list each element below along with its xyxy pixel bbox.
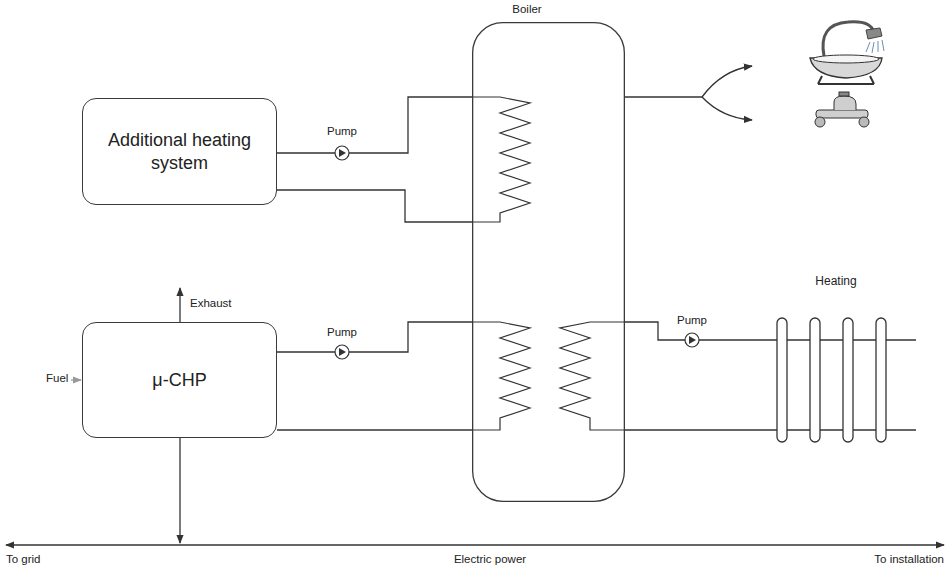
tap-knob: [859, 117, 869, 127]
pump-direction: [339, 348, 346, 356]
pump-direction: [339, 149, 346, 157]
radiator-manifold: [766, 429, 916, 430]
flow-label: Fuel: [46, 372, 68, 386]
heat-exchanger-coils: [472, 97, 625, 430]
coil: [472, 322, 530, 430]
unit-name: Additional heating system: [95, 129, 264, 174]
radiator-column: [810, 318, 820, 442]
hot-water-arrow: [702, 66, 752, 97]
bath-rim: [813, 55, 879, 63]
boiler-outline: [472, 22, 625, 502]
unit-name: μ-CHP: [152, 369, 206, 392]
power-bus-to-grid: [6, 544, 180, 545]
pump-symbol: [685, 333, 699, 347]
bath-icon: [810, 22, 884, 84]
pump-symbol: [335, 146, 349, 160]
bath-legs: [818, 76, 874, 84]
fuel-arrow: [71, 379, 81, 380]
pump-label: Pump: [327, 125, 357, 139]
pipe: [277, 97, 472, 153]
radiator-column: [777, 318, 787, 442]
tap-spout: [834, 96, 856, 110]
coil: [560, 322, 625, 430]
pump-symbols: [335, 146, 699, 359]
pipe: [277, 322, 472, 352]
shower-head: [866, 28, 882, 39]
pump-casing: [685, 333, 699, 347]
power-bus-to-installation: [180, 544, 944, 545]
boiler-vessel: Boiler: [472, 22, 625, 502]
pump-symbol: [335, 345, 349, 359]
pump-label: Pump: [327, 326, 357, 340]
chp-unit-box: μ-CHP: [82, 322, 277, 438]
water-spray: [866, 40, 884, 53]
tap-knob: [815, 117, 825, 127]
power-output-line: [179, 438, 180, 543]
pipe: [277, 190, 472, 222]
radiator-outline: [766, 272, 934, 444]
tap-pipe: [816, 110, 868, 118]
hot-water-pipe: [625, 96, 702, 97]
pump-casing: [335, 345, 349, 359]
tap-handle: [839, 92, 849, 96]
power-label: Electric power: [454, 553, 526, 567]
boiler-shell: [473, 23, 625, 502]
pipe: [625, 429, 766, 430]
radiator-manifold: [766, 339, 916, 340]
radiator-column: [876, 318, 886, 442]
hot-water-arrow: [702, 97, 752, 120]
tap-icon: [815, 92, 869, 127]
pipe: [277, 429, 472, 430]
heating-unit-box: Additional heating system: [82, 98, 277, 205]
component-name: Heating: [766, 274, 906, 289]
component-name: Boiler: [472, 2, 582, 16]
radiator-column: [843, 318, 853, 442]
radiator: Heating: [766, 272, 934, 444]
pump-casing: [335, 146, 349, 160]
coil: [472, 97, 530, 222]
power-label: To grid: [6, 553, 41, 567]
pump-label: Pump: [677, 314, 707, 328]
exhaust-arrow: [179, 288, 180, 322]
power-label: To installation: [874, 553, 944, 567]
pump-direction: [689, 336, 696, 344]
flow-label: Exhaust: [190, 297, 232, 311]
